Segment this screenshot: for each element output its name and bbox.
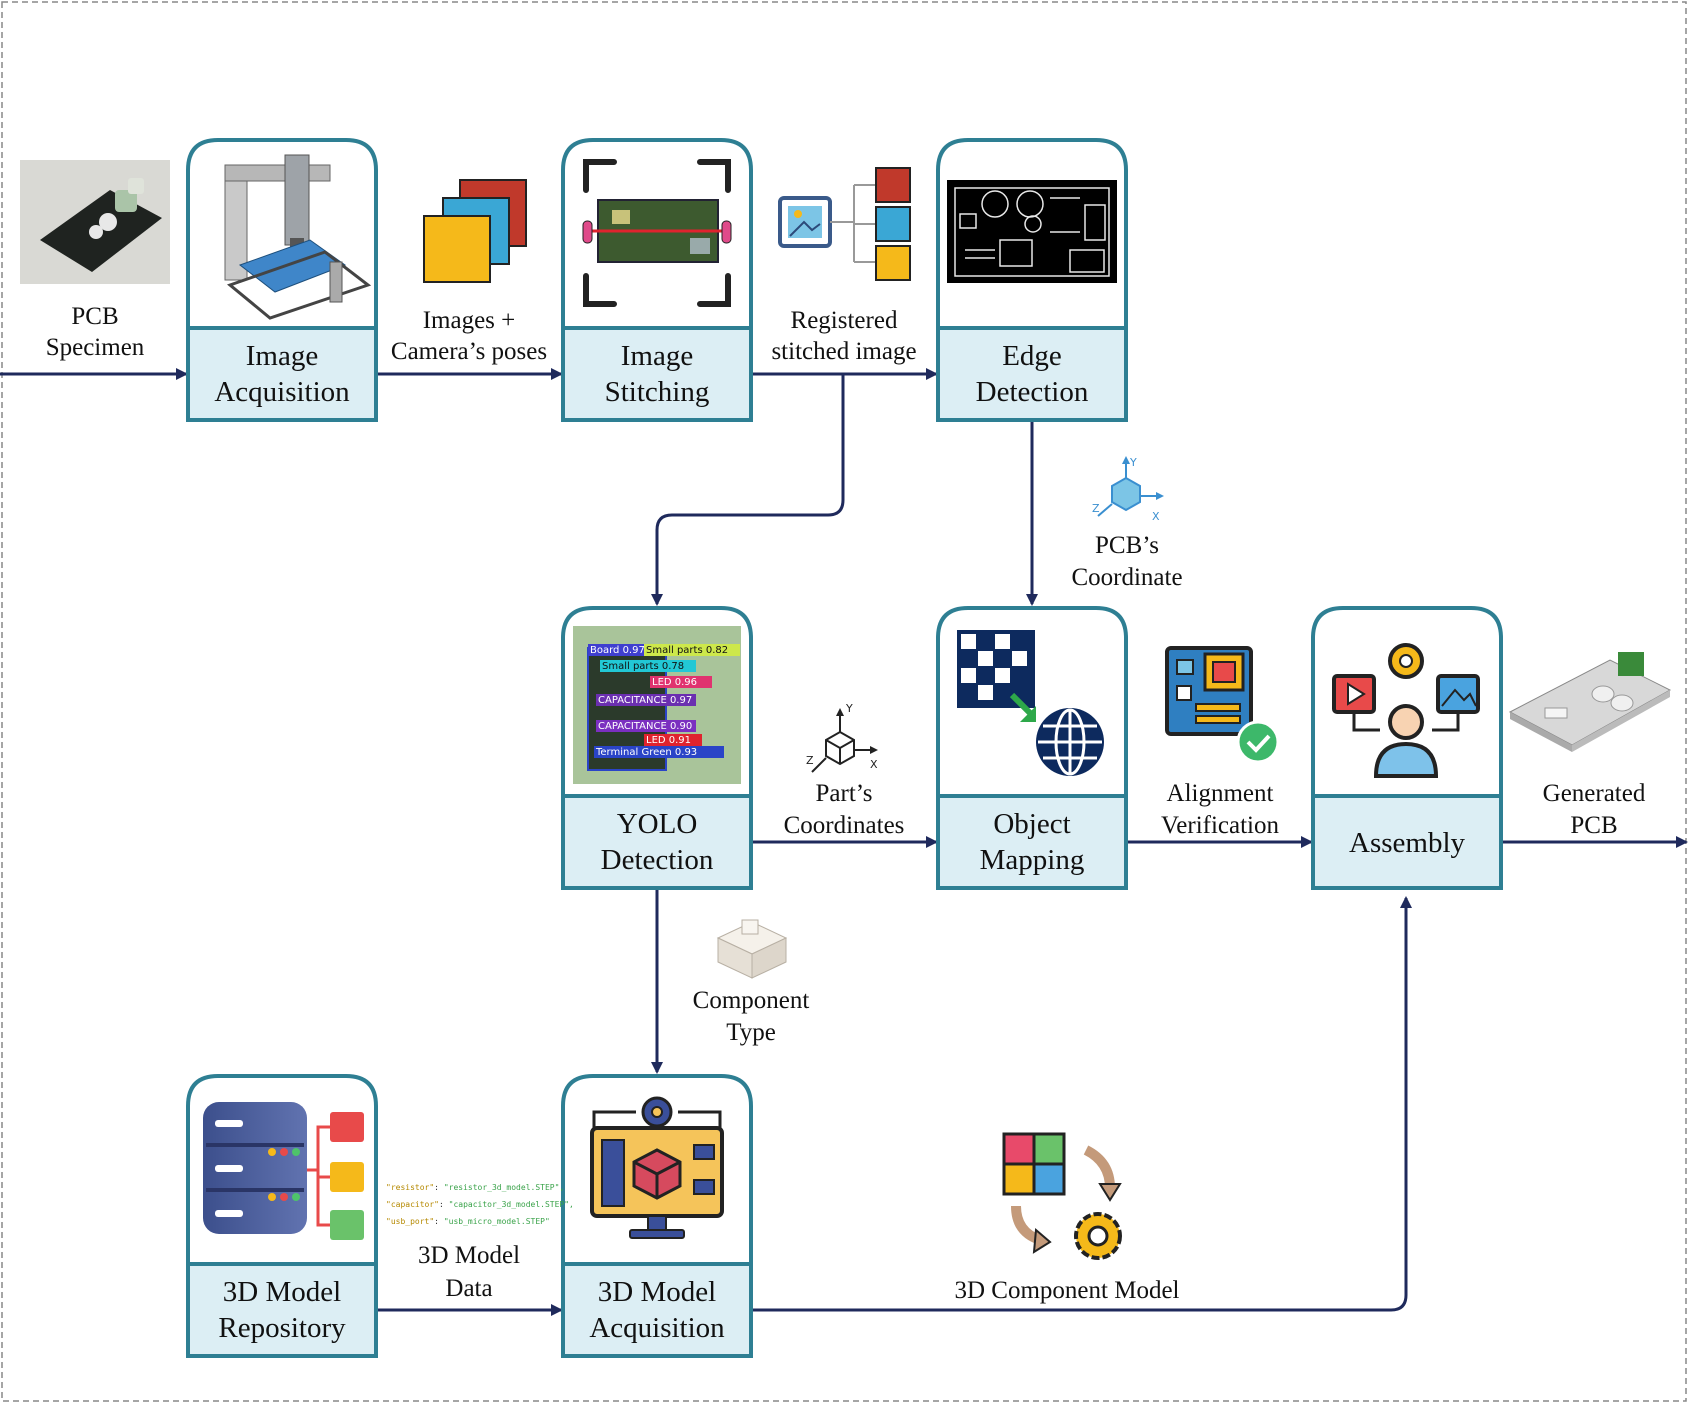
snippet-key: "usb_port" — [386, 1217, 434, 1226]
component-model-label: 3D Component Model — [955, 1277, 1180, 1304]
component-type-label-line2: Type — [726, 1019, 776, 1046]
model-data-label-line1: 3D Model — [418, 1242, 520, 1269]
axis-x-letter: X — [870, 758, 878, 771]
registered-image-label-line2: stitched image — [771, 338, 916, 365]
block-title-line2: Repository — [218, 1312, 346, 1344]
snippet-key: "resistor" — [386, 1183, 434, 1192]
block-title-line1: Image — [246, 340, 318, 372]
yolo-label: LED 0.96 — [652, 677, 697, 688]
block-title-line1: 3D Model — [598, 1276, 716, 1308]
part-axes-icon: Y X Z — [806, 702, 878, 773]
arrow-stitch-yolo — [651, 374, 845, 606]
edge-map-image — [947, 180, 1117, 283]
block-title-line1: Image — [621, 340, 693, 372]
block-title-line1: Assembly — [1349, 827, 1466, 859]
yolo-label: Small parts 0.78 — [602, 661, 684, 672]
alignment-label-line1: Alignment — [1167, 780, 1274, 807]
yolo-label: Board 0.97 — [590, 645, 645, 656]
registered-image-label-line1: Registered — [791, 307, 898, 334]
yolo-label: Terminal Green 0.93 — [595, 747, 697, 758]
yolo-label: Small parts 0.82 — [646, 645, 728, 656]
pcb-specimen-label-line1: PCB — [71, 303, 118, 330]
board-check-icon — [1165, 646, 1280, 764]
stacked-images-icon — [423, 179, 527, 283]
image-split-icon — [778, 167, 911, 281]
block-model-acquisition: 3D Model Acquisition — [561, 1074, 753, 1358]
svg-text:"usb_port": "usb_micro_model.S: "usb_port": "usb_micro_model.STEP" — [386, 1217, 550, 1226]
component-type-label-line1: Component — [693, 987, 810, 1014]
block-title-line2: Detection — [601, 844, 714, 876]
pcb-coordinate-label-line1: PCB’s — [1095, 532, 1159, 559]
puzzle-gear-icon — [1002, 1132, 1122, 1260]
grid-to-globe-icon — [957, 630, 1104, 776]
generated-pcb-label-line2: PCB — [1570, 812, 1617, 839]
pcb-axes-icon: Y X Z — [1092, 456, 1164, 523]
block-title-line1: YOLO — [617, 808, 698, 840]
images-poses-label-line1: Images + — [423, 307, 516, 334]
block-model-repository: 3D Model Repository — [186, 1074, 378, 1358]
block-title-line2: Acquisition — [214, 376, 350, 408]
block-edge-detection: Edge Detection — [936, 138, 1128, 422]
part-coordinates-label-line1: Part’s — [816, 780, 873, 807]
yolo-label: CAPACITANCE 0.90 — [598, 721, 692, 732]
block-image-acquisition: Image Acquisition — [186, 138, 378, 422]
yolo-label: LED 0.91 — [646, 735, 691, 746]
pcb-coordinate-label-line2: Coordinate — [1071, 564, 1182, 591]
svg-text:"resistor": "resistor_3d_model: "resistor": "resistor_3d_model.STEP", — [386, 1183, 564, 1192]
axis-z-letter: Z — [806, 754, 814, 767]
images-poses-label-line2: Camera’s poses — [391, 338, 547, 365]
pcb-specimen-photo — [20, 160, 170, 284]
block-object-mapping: Object Mapping — [936, 606, 1128, 890]
pcb-connector — [690, 238, 710, 254]
snippet-value: "resistor_3d_model.STEP", — [444, 1183, 564, 1192]
axis-y-letter: Y — [845, 702, 853, 715]
snippet-key: "capacitor" — [386, 1200, 439, 1209]
block-title-line2: Stitching — [605, 376, 710, 408]
block-title-line2: Detection — [976, 376, 1089, 408]
axis-x-letter: X — [1152, 510, 1160, 523]
yolo-result-image: Board 0.97 Small parts 0.82 Small parts … — [573, 626, 741, 784]
pcb-chip — [612, 210, 630, 224]
scan-marker-right — [721, 220, 732, 244]
block-title-line2: Acquisition — [589, 1312, 725, 1344]
snippet-value: "usb_micro_model.STEP" — [444, 1217, 550, 1226]
model-mapping-snippet: "resistor": "resistor_3d_model.STEP", "c… — [386, 1183, 574, 1226]
scan-marker-left — [582, 220, 593, 244]
alignment-label-line2: Verification — [1161, 812, 1280, 839]
block-title-line1: Edge — [1002, 340, 1062, 372]
block-title-line1: Object — [993, 808, 1070, 840]
generated-pcb-render — [1508, 652, 1672, 752]
scan-frame-icon — [583, 159, 731, 307]
generated-pcb-label-line1: Generated — [1543, 780, 1646, 807]
axis-y-letter: Y — [1129, 456, 1137, 469]
arrow-modelacq-assembly — [751, 896, 1412, 1312]
block-yolo-detection: YOLO Detection Board 0.97 Small parts 0.… — [561, 606, 753, 890]
pcb-specimen-label-line2: Specimen — [46, 334, 145, 361]
part-coordinates-label-line2: Coordinates — [784, 812, 905, 839]
monitor-cube-icon — [590, 1096, 724, 1239]
block-assembly: Assembly — [1311, 606, 1503, 890]
connector-component-icon — [716, 919, 788, 979]
connectors — [0, 368, 1688, 1316]
svg-text:"capacitor": "capacitor_3d_mod: "capacitor": "capacitor_3d_model.STEP", — [386, 1200, 574, 1209]
block-image-stitching: Image Stitching — [561, 138, 753, 422]
gantry-machine-icon — [224, 154, 372, 320]
model-data-label-line2: Data — [445, 1275, 492, 1302]
axis-z-letter: Z — [1092, 502, 1100, 515]
user-assembly-icon — [1332, 643, 1480, 778]
block-title-line2: Mapping — [980, 844, 1085, 876]
database-folders-icon — [203, 1102, 364, 1240]
yolo-label: CAPACITANCE 0.97 — [598, 695, 692, 706]
block-title-line1: 3D Model — [223, 1276, 341, 1308]
snippet-value: "capacitor_3d_model.STEP", — [449, 1200, 574, 1209]
